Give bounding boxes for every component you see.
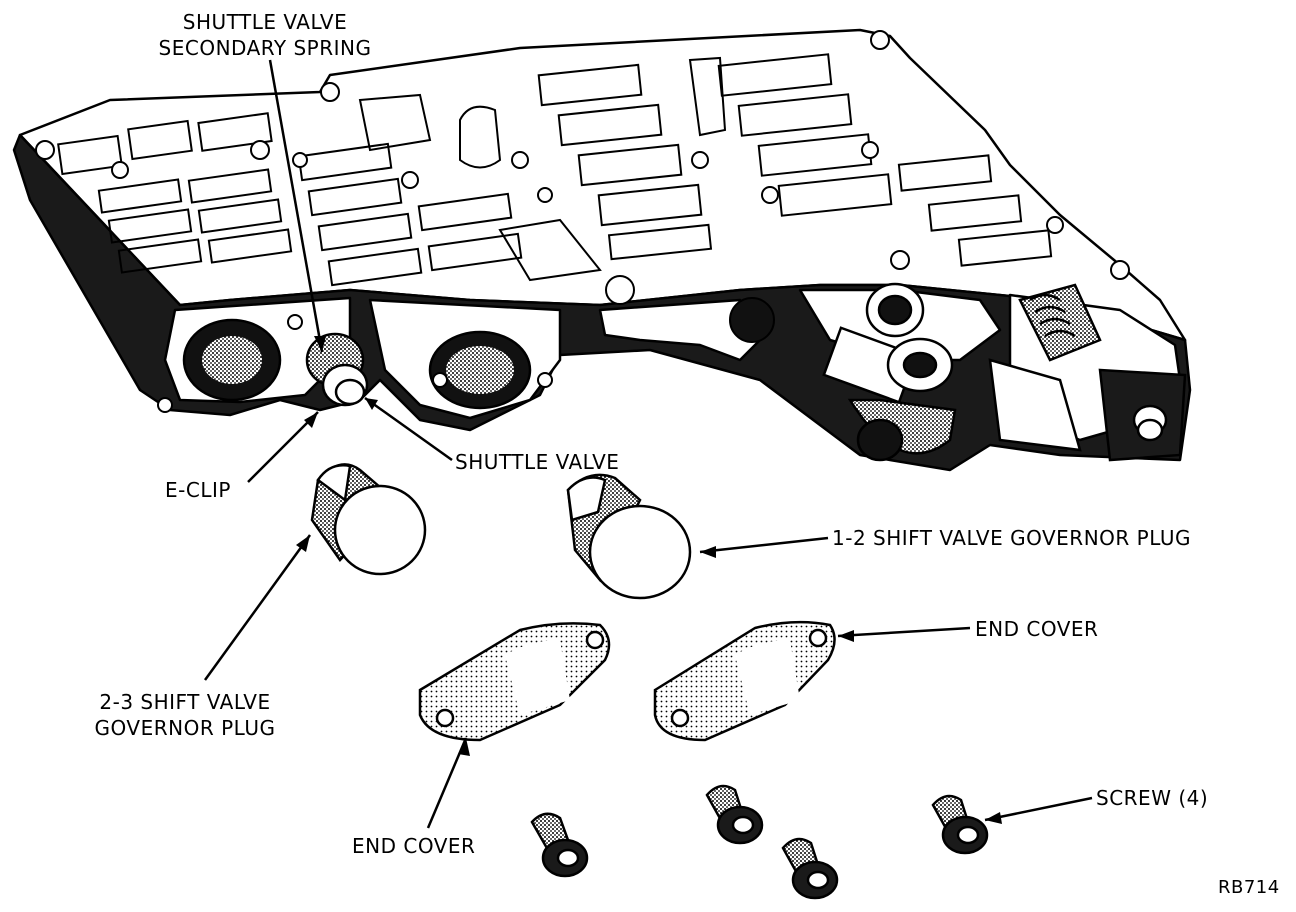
label-shuttle-spring-line2: SECONDARY SPRING bbox=[158, 36, 372, 60]
label-shuttle-valve: SHUTTLE VALVE bbox=[455, 450, 620, 474]
label-screw: SCREW (4) bbox=[1096, 786, 1209, 810]
leader-shuttle-spring bbox=[268, 59, 324, 353]
screw bbox=[530, 812, 589, 878]
leader-e-clip bbox=[247, 411, 319, 483]
screw bbox=[931, 794, 989, 855]
screw bbox=[705, 784, 764, 845]
label-gov-plug-23-line1: 2-3 SHIFT VALVE bbox=[99, 690, 271, 714]
end-cover-left bbox=[418, 622, 611, 742]
leader-gov-12 bbox=[699, 536, 829, 554]
leader-end-cover-right bbox=[837, 626, 971, 638]
valve-body-bores bbox=[157, 297, 775, 413]
end-cover-right bbox=[653, 620, 836, 742]
label-gov-plug-23-line2: GOVERNOR PLUG bbox=[94, 716, 276, 740]
governor-plug-12 bbox=[566, 473, 692, 600]
label-e-clip: E-CLIP bbox=[165, 478, 231, 502]
valve-body-right-hardware bbox=[822, 282, 1187, 462]
leader-gov-23 bbox=[203, 534, 312, 681]
shuttle-valve-on-body bbox=[305, 332, 369, 407]
label-gov-plug-12: 1-2 SHIFT VALVE GOVERNOR PLUG bbox=[832, 526, 1191, 550]
valve-body-top-face bbox=[18, 28, 1187, 342]
leader-lines bbox=[203, 59, 1093, 829]
governor-plug-23 bbox=[310, 463, 427, 576]
figure-code: RB714 bbox=[1218, 877, 1280, 898]
leader-arrowheads bbox=[296, 336, 1002, 824]
label-shuttle-spring-line1: SHUTTLE VALVE bbox=[182, 10, 348, 34]
label-end-cover-left: END COVER bbox=[352, 834, 476, 858]
leader-shuttle-valve bbox=[364, 396, 453, 462]
valve-body-holes bbox=[35, 30, 1130, 305]
screw bbox=[781, 837, 839, 900]
label-end-cover-right: END COVER bbox=[975, 617, 1099, 641]
valve-body-channels bbox=[57, 53, 1053, 287]
leader-screw bbox=[984, 796, 1093, 822]
